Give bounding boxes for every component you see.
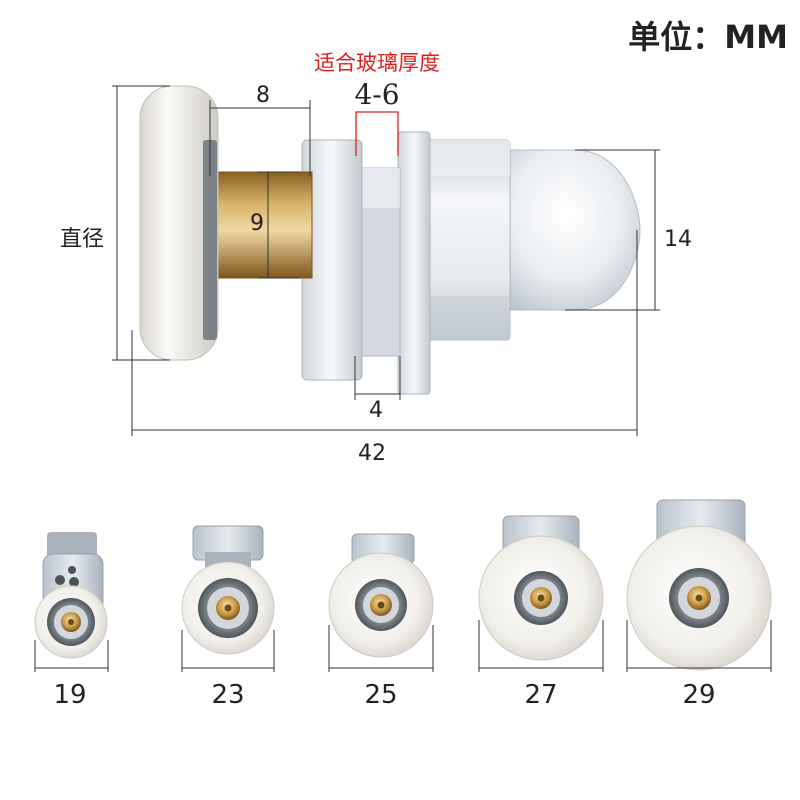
variant-25-label: 25 bbox=[364, 680, 397, 710]
right-flange bbox=[397, 131, 431, 395]
dim-groove-width: 4 bbox=[369, 398, 383, 423]
dimension-lines bbox=[112, 85, 660, 436]
dim-wheel-diameter-label: 直径 bbox=[60, 227, 104, 252]
variant-19-roller bbox=[34, 532, 108, 659]
variant-19-label: 19 bbox=[53, 680, 86, 710]
variant-dimension-lines bbox=[34, 620, 772, 672]
unit-label: 单位：MM bbox=[628, 18, 788, 56]
glass-thickness-caption: 适合玻璃厚度 bbox=[314, 51, 440, 75]
variant-23-label: 23 bbox=[211, 680, 244, 710]
variant-29-roller bbox=[626, 499, 772, 671]
dim-cap-height: 14 bbox=[664, 227, 692, 252]
glass-thickness-bracket bbox=[355, 111, 399, 156]
dim-overall-length: 42 bbox=[358, 441, 386, 466]
dim-shaft-diameter: 9 bbox=[250, 211, 264, 236]
variant-27-roller bbox=[478, 515, 604, 661]
wheel-side bbox=[139, 85, 219, 361]
variant-27-label: 27 bbox=[524, 680, 557, 710]
main-roller-side-view bbox=[139, 85, 641, 395]
brass-shaft bbox=[207, 171, 313, 279]
variant-29-label: 29 bbox=[682, 680, 715, 710]
variant-23-roller bbox=[181, 525, 275, 655]
dome-cap bbox=[504, 149, 641, 311]
glass-thickness-range: 4-6 bbox=[354, 78, 399, 111]
dim-shaft-length: 8 bbox=[256, 83, 270, 108]
variant-25-roller bbox=[328, 533, 434, 658]
